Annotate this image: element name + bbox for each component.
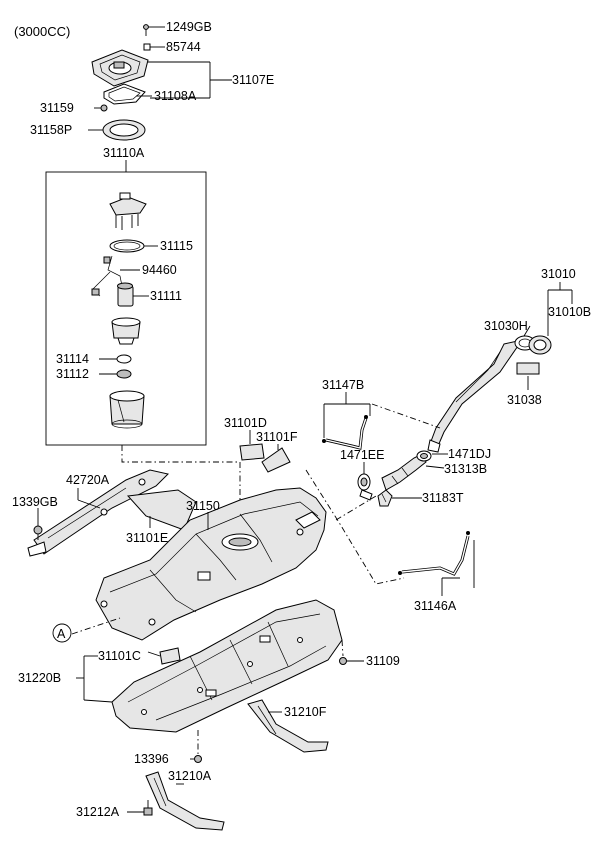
label-31101D: 31101D [224, 416, 267, 430]
fuel-cap-31010B [528, 335, 552, 355]
label-31030H: 31030H [484, 319, 528, 333]
vent-hose-31147B [322, 415, 368, 450]
label-31158P: 31158P [30, 123, 72, 137]
label-85744: 85744 [166, 40, 201, 54]
label-31101C: 31101C [98, 649, 141, 663]
engine-header: (3000CC) [14, 24, 70, 39]
heat-shield-42720A [27, 469, 169, 557]
label-13396: 13396 [134, 752, 169, 766]
label-31313B: 31313B [444, 462, 487, 476]
fuel-pump-flange-assembly [91, 24, 151, 141]
label-31108A: 31108A [154, 89, 197, 103]
label-31112: 31112 [56, 367, 89, 381]
strap-31210F [247, 699, 329, 753]
pad-31101C [159, 647, 181, 665]
label-31183T: 31183T [422, 491, 464, 505]
sender-head [109, 192, 147, 230]
filler-hose-31313B [381, 453, 427, 491]
label-31114: 31114 [56, 352, 89, 366]
callout-letter-a: A [57, 627, 66, 641]
label-31101F: 31101F [256, 430, 298, 444]
label-42720A: 42720A [66, 473, 110, 487]
lock-ring-31158P [102, 119, 146, 141]
label-31146A: 31146A [414, 599, 457, 613]
ring-31114 [116, 354, 132, 364]
vent-hose-31146A [398, 531, 470, 576]
label-31010: 31010 [541, 267, 576, 281]
callout-circle-a [52, 623, 72, 643]
pad-31101D [239, 443, 265, 461]
screw-1249GB [143, 24, 150, 36]
label-31210A: 31210A [168, 769, 212, 783]
fuel-pump-module-parts [91, 192, 147, 429]
clip-85744 [143, 43, 151, 51]
nut-31109 [339, 657, 347, 665]
pad-31101F [261, 447, 291, 473]
label-31101E: 31101E [126, 531, 168, 545]
label-1471EE: 1471EE [340, 448, 384, 462]
bolt-31212A [143, 800, 153, 816]
label-31111: 31111 [150, 289, 182, 303]
bolt-31159 [100, 104, 108, 112]
gasket-31108A [103, 83, 146, 105]
label-31038: 31038 [507, 393, 542, 407]
label-31109: 31109 [366, 654, 400, 668]
fuel-pump-31111 [117, 282, 134, 307]
label-94460: 94460 [142, 263, 177, 277]
label-31115: 31115 [160, 239, 193, 253]
label-31212A: 31212A [76, 805, 120, 819]
reservoir-cup [109, 390, 145, 429]
label-1339GB: 1339GB [12, 495, 58, 509]
label-31110A: 31110A [103, 146, 145, 160]
nut-13396 [194, 755, 202, 763]
flange-plate-31107E [91, 49, 149, 87]
grommet-31183T [377, 489, 393, 507]
strap-31210A [145, 771, 225, 831]
sender-wire-94460 [91, 255, 123, 297]
label-31159: 31159 [40, 101, 74, 115]
label-31220B: 31220B [18, 671, 61, 685]
part-number-labels: 1249GB 85744 31107E 31108A 31159 31158P … [12, 20, 591, 819]
label-31147B: 31147B [322, 378, 364, 392]
label-31038 [516, 362, 540, 375]
protector-plate-31220B [111, 599, 343, 733]
fuel-tank-31150 [95, 487, 327, 641]
label-31107E: 31107E [232, 73, 274, 87]
label-31010B: 31010B [548, 305, 591, 319]
label-31150: 31150 [186, 499, 220, 513]
clamp-1471DJ [416, 450, 432, 462]
label-1471DJ: 1471DJ [448, 447, 491, 461]
pad-31101E [126, 489, 197, 531]
pump-holder [111, 317, 141, 345]
label-1249GB: 1249GB [166, 20, 212, 34]
label-31210F: 31210F [284, 705, 327, 719]
clamp-1471EE [357, 473, 373, 501]
filter-31112 [116, 369, 132, 379]
filler-neck-31030H [427, 335, 536, 453]
